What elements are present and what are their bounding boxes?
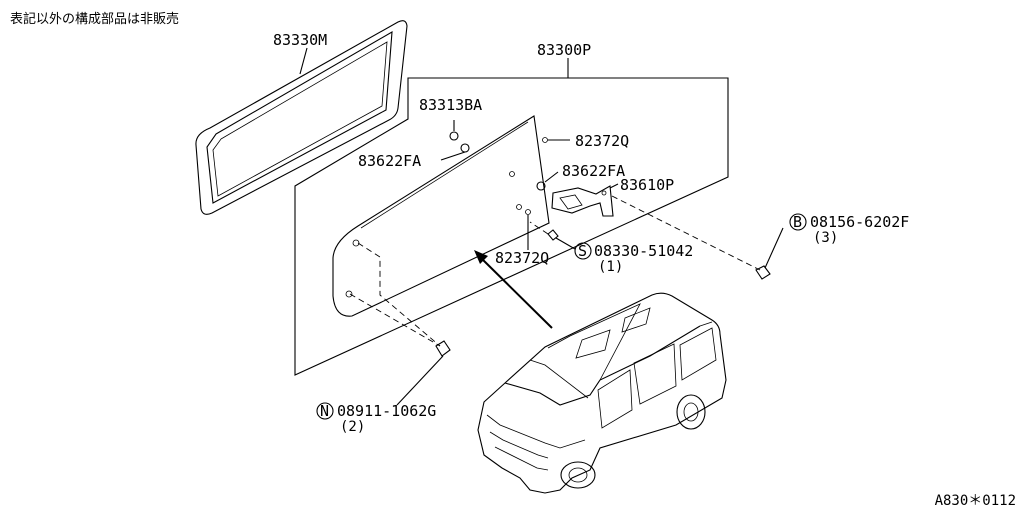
weatherstrip-seal <box>195 20 408 215</box>
label-bolt-number: 08156-6202F <box>810 213 909 231</box>
label-screw-qty: (1) <box>598 259 623 275</box>
label-83610P: 83610P <box>620 176 674 194</box>
label-nut-number: 08911-1062G <box>337 402 436 420</box>
van-illustration <box>477 292 727 494</box>
location-arrow <box>474 250 553 329</box>
label-83313BA: 83313BA <box>419 96 482 114</box>
bolt-b <box>611 195 807 280</box>
clip-83313ba <box>449 120 459 141</box>
symbol-b: B <box>793 213 802 231</box>
assembly-frame <box>294 77 729 376</box>
stud-upper <box>542 137 570 143</box>
grommet-upper <box>440 143 470 161</box>
reference-code: A830＊0112 <box>934 493 1016 509</box>
grommet-lower <box>509 171 559 191</box>
window-glass <box>332 115 550 317</box>
label-83622FA-upper: 83622FA <box>358 152 421 170</box>
leader-seal <box>299 47 308 75</box>
label-83300P: 83300P <box>537 41 591 59</box>
label-82372Q-upper: 82372Q <box>575 132 629 150</box>
header-note: 表記以外の構成部品は非販売 <box>10 12 180 27</box>
stud-lower <box>525 209 531 250</box>
label-screw-number: 08330-51042 <box>594 242 693 260</box>
label-83622FA-lower: 83622FA <box>562 162 625 180</box>
nut-n <box>316 242 451 420</box>
label-83330M: 83330M <box>273 31 327 49</box>
symbol-n: N <box>320 402 329 420</box>
symbol-s: S <box>578 242 587 260</box>
screw-s <box>529 221 592 260</box>
label-bolt-qty: (3) <box>813 230 838 246</box>
bracket-83610p <box>551 183 619 217</box>
label-nut-qty: (2) <box>340 419 365 435</box>
label-82372Q-lower: 82372Q <box>495 249 549 267</box>
